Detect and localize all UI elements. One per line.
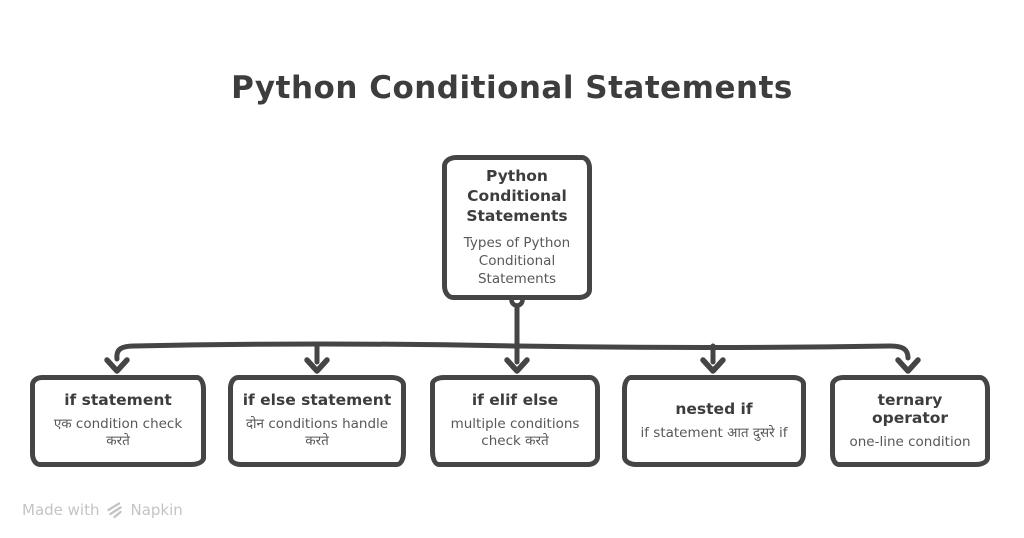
node-title: if else statement — [242, 391, 392, 410]
node-title: ternary operator — [871, 390, 949, 428]
node-description: multiple conditions check करते — [450, 415, 580, 450]
arrowhead-icon — [504, 357, 530, 374]
node-description: एक condition check करते — [53, 415, 183, 450]
node-description: दोन conditions handle करते — [245, 415, 389, 450]
arrowhead-icon — [104, 357, 130, 374]
node-ternary-operator: ternary operator one-line condition — [830, 375, 990, 467]
root-node: Python Conditional Statements Types of P… — [442, 155, 592, 300]
node-description: if statement आत दुसरे if — [640, 424, 788, 441]
node-title: if elif else — [471, 391, 559, 410]
arrowhead-icon — [700, 357, 726, 374]
diagram-title: Python Conditional Statements — [231, 70, 793, 106]
node-title: if statement — [64, 391, 172, 410]
root-node-subtitle: Types of Python Conditional Statements — [463, 235, 571, 287]
arrowhead-icon — [895, 357, 921, 374]
node-if-elif-else: if elif else multiple conditions check क… — [430, 375, 600, 467]
node-if-statement: if statement एक condition check करते — [30, 375, 206, 467]
brand-label: Napkin — [130, 500, 183, 519]
made-with-label: Made with — [22, 500, 100, 519]
watermark: Made with Napkin — [22, 500, 183, 519]
napkin-logo-icon — [105, 500, 124, 519]
node-nested-if: nested if if statement आत दुसरे if — [622, 375, 806, 467]
node-title: nested if — [675, 399, 753, 418]
node-description: one-line condition — [849, 433, 971, 450]
node-if-else-statement: if else statement दोन conditions handle … — [228, 375, 406, 467]
root-node-title: Python Conditional Statements — [466, 166, 568, 225]
arrowhead-icon — [304, 357, 330, 374]
